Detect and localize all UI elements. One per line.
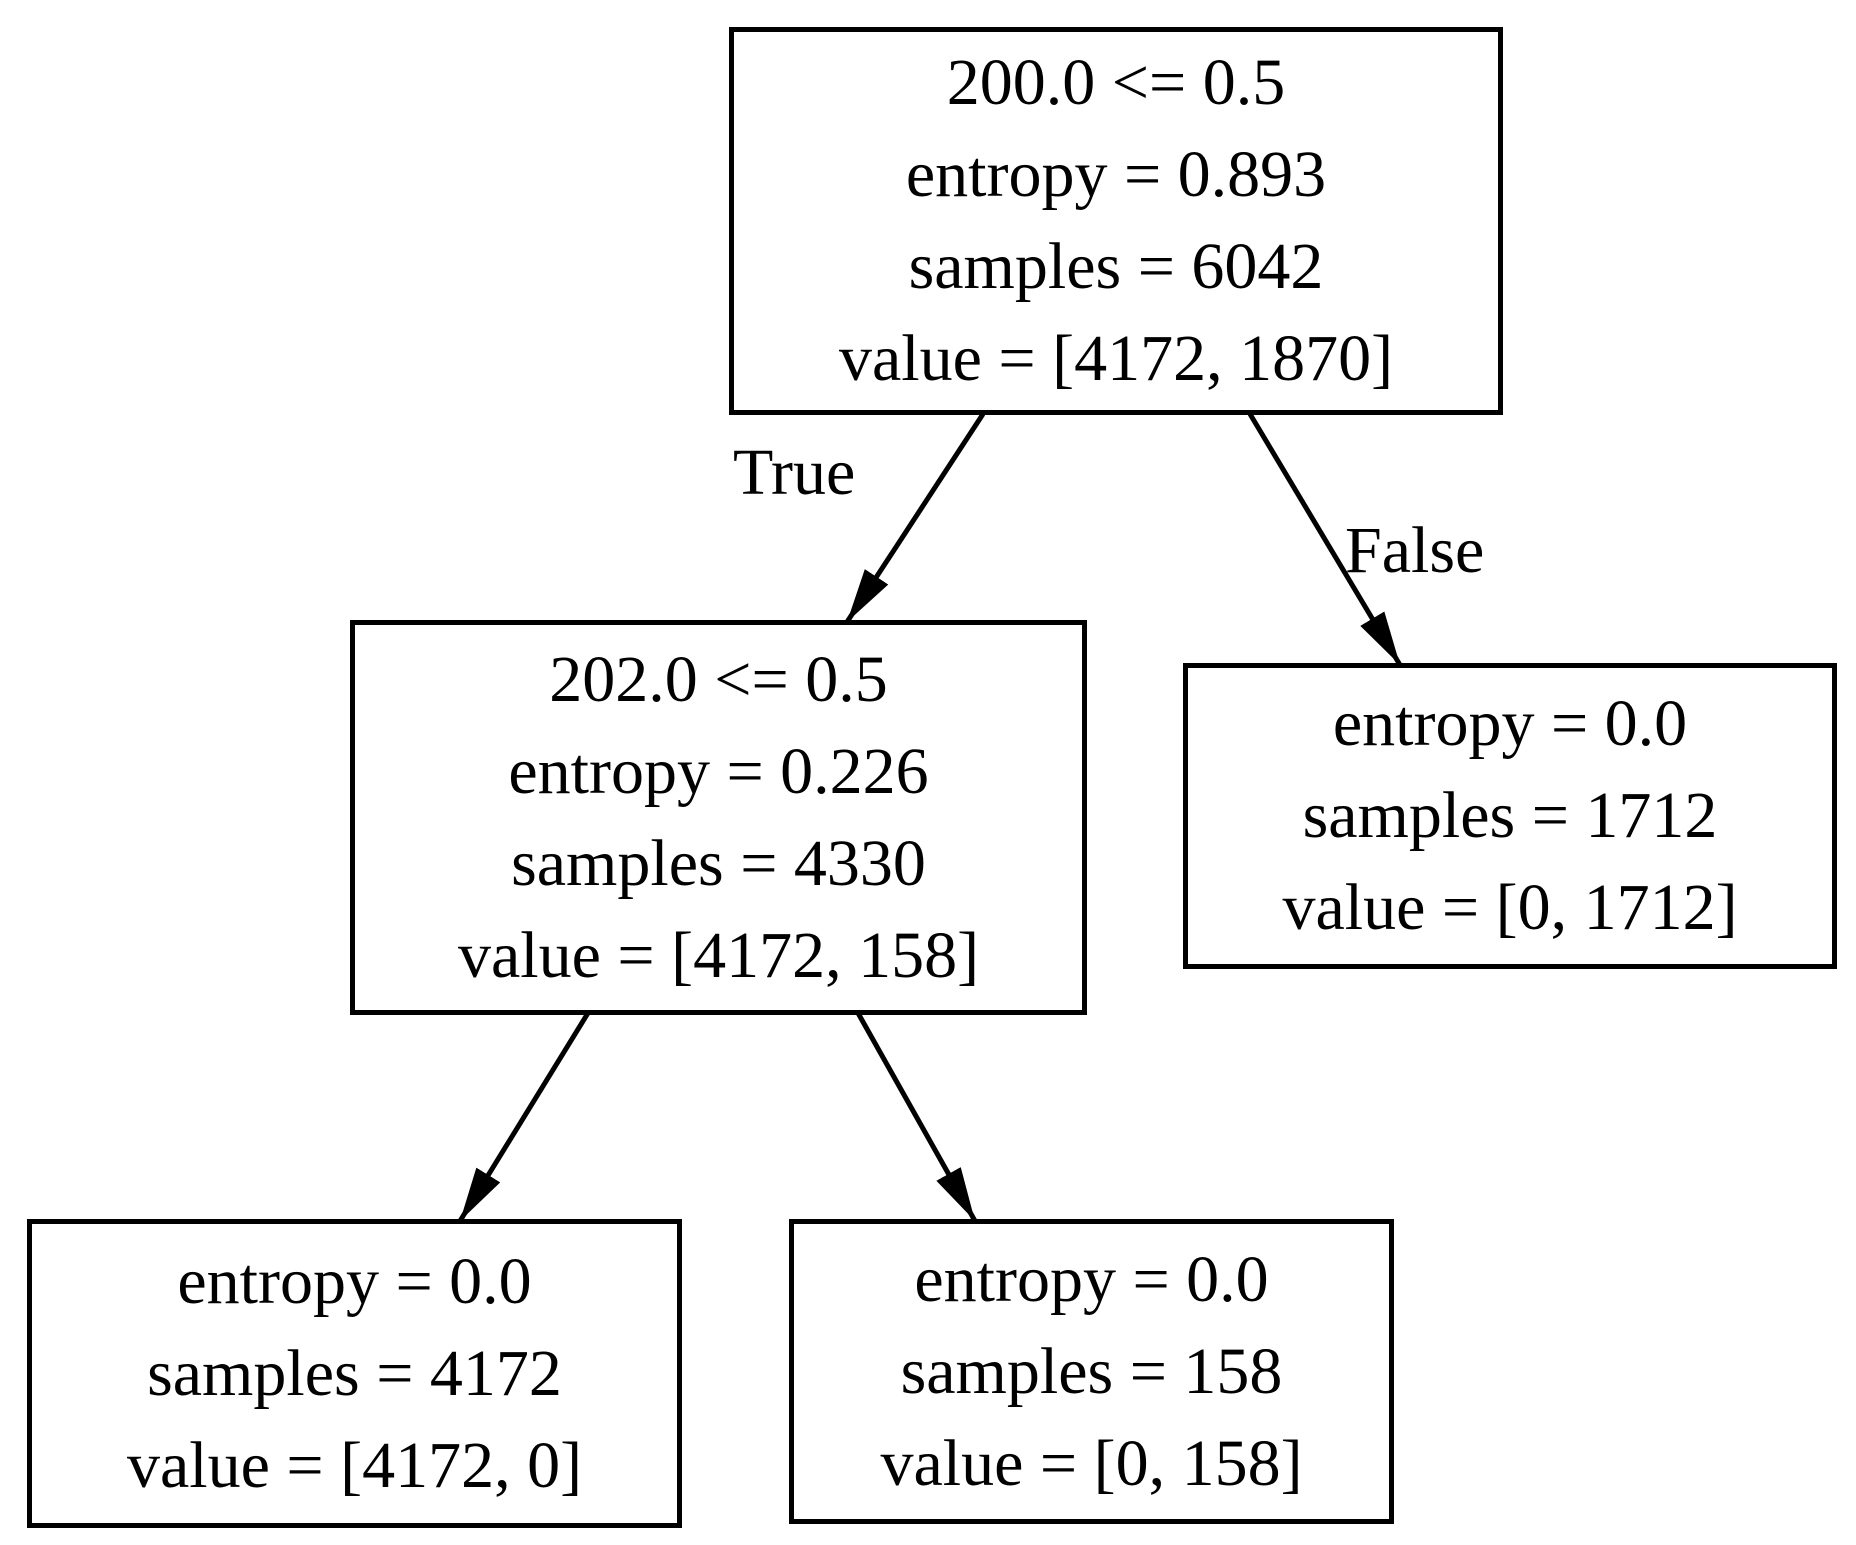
- node-leaf-left-right-value: value = [0, 158]: [880, 1426, 1303, 1500]
- node-leaf-right: entropy = 0.0 samples = 1712 value = [0,…: [1183, 663, 1837, 969]
- node-leaf-left-left-samples: samples = 4172: [147, 1336, 562, 1410]
- node-leaf-left-right-entropy: entropy = 0.0: [914, 1242, 1269, 1316]
- node-leaf-left-left-entropy: entropy = 0.0: [177, 1244, 532, 1318]
- node-root: 200.0 <= 0.5 entropy = 0.893 samples = 6…: [729, 27, 1503, 415]
- node-leaf-right-entropy: entropy = 0.0: [1332, 687, 1688, 760]
- edge-label-true: True: [733, 436, 856, 509]
- node-internal-left: 202.0 <= 0.5 entropy = 0.226 samples = 4…: [350, 620, 1087, 1015]
- node-root-value: value = [4172, 1870]: [838, 322, 1394, 395]
- node-leaf-right-samples: samples = 1712: [1302, 779, 1718, 852]
- edge-label-false: False: [1345, 514, 1485, 587]
- edge-left-left-branch: [457, 1011, 591, 1223]
- node-leaf-left-right-samples: samples = 158: [900, 1334, 1283, 1408]
- node-internal-left-samples: samples = 4330: [511, 826, 926, 900]
- node-leaf-left-left: entropy = 0.0 samples = 4172 value = [41…: [27, 1219, 682, 1528]
- node-leaf-left-right: entropy = 0.0 samples = 158 value = [0, …: [789, 1219, 1394, 1524]
- node-leaf-right-value: value = [0, 1712]: [1282, 871, 1738, 944]
- edge-true-branch: [844, 412, 986, 624]
- node-internal-left-condition: 202.0 <= 0.5: [549, 642, 888, 716]
- node-root-samples: samples = 6042: [908, 230, 1324, 303]
- edge-false-branch: [1247, 412, 1403, 667]
- node-root-entropy: entropy = 0.893: [905, 138, 1327, 211]
- node-leaf-left-left-value: value = [4172, 0]: [126, 1428, 583, 1502]
- node-internal-left-entropy: entropy = 0.226: [508, 734, 929, 808]
- node-internal-left-value: value = [4172, 158]: [457, 918, 980, 992]
- edge-left-right-branch: [855, 1011, 978, 1223]
- node-root-condition: 200.0 <= 0.5: [946, 46, 1286, 119]
